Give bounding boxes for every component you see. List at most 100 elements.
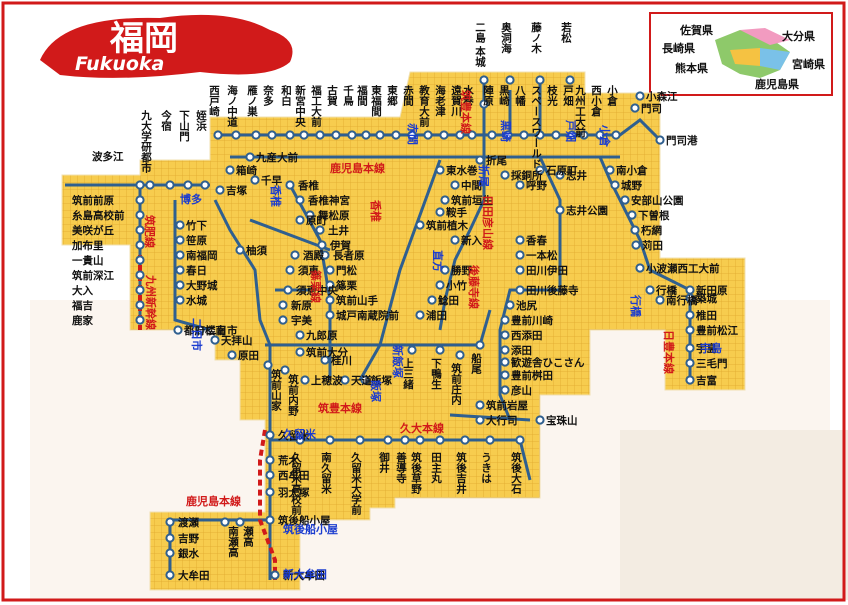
station-dots <box>135 75 695 580</box>
station-dot <box>515 235 525 245</box>
station-dot <box>331 130 341 140</box>
line-sasaguri: 篠栗線 <box>309 270 323 303</box>
station-dot <box>165 570 175 580</box>
station-label-so-3: 荒木 <box>277 454 299 467</box>
station-dot <box>500 330 510 340</box>
station-dot <box>535 75 545 85</box>
station-dot <box>567 130 577 140</box>
station-dot <box>175 295 185 305</box>
station-dot <box>555 205 565 215</box>
station-dot <box>655 135 665 145</box>
station-dot <box>685 358 695 368</box>
station-label-kd-1: 南久留米 <box>320 451 332 495</box>
station-label-top-21: 枝光 <box>546 84 558 107</box>
station-label-n-1: 城野 <box>621 179 642 192</box>
station-dot <box>347 130 357 140</box>
line-kokura: 小倉 <box>598 124 612 148</box>
station-label-so-7: 瀬高 <box>242 525 254 548</box>
station-dot <box>685 310 695 320</box>
station-dot <box>305 210 315 220</box>
station-dot <box>295 330 305 340</box>
station-label-n-10: 築城 <box>695 292 717 305</box>
station-label-top-13: 教育大前 <box>418 84 430 128</box>
line-yukuhashi: 行橋 <box>629 294 643 318</box>
station-dot <box>315 130 325 140</box>
station-label-top-0: 西戸崎 <box>208 85 220 117</box>
station-label-ct-0: 若松 <box>560 21 572 44</box>
station-label-kd-6: 田主丸 <box>430 452 442 484</box>
station-dot <box>515 435 525 445</box>
station-dot <box>227 350 237 360</box>
station-dot <box>135 300 145 310</box>
station-dot <box>265 515 275 525</box>
station-label-n-8: 南行橋 <box>666 294 698 307</box>
line-gotoji: 後藤寺線 <box>467 265 481 309</box>
station-dot <box>505 75 515 85</box>
station-dot <box>135 240 145 250</box>
station-dot <box>340 375 350 385</box>
station-label-n-5: 苅田 <box>642 239 663 252</box>
station-dot <box>423 130 433 140</box>
line-iizuka: 飯塚 <box>369 379 383 402</box>
pref-kagoshima: 鹿児島県 <box>755 77 799 91</box>
station-label-kd-0: 久留米高校前 <box>290 451 302 516</box>
station-label-c-0: 九産大前 <box>255 151 298 164</box>
station-dot <box>295 347 305 357</box>
station-label-k-0: 香椎 <box>297 179 319 192</box>
station-label-top-11: 東郷 <box>386 84 398 107</box>
station-dot <box>479 99 489 109</box>
station-label-c-7: 笹原 <box>185 234 207 247</box>
station-label-top-3: 奈多 <box>262 84 274 107</box>
station-dot <box>285 130 295 140</box>
station-label-n-4: 朽網 <box>641 224 662 237</box>
station-label-so-11: 銀水 <box>178 547 199 560</box>
station-dot <box>285 265 295 275</box>
station-label-g-0: 下鴨生 <box>430 358 442 390</box>
station-label-h-6: 一本松 <box>526 249 558 262</box>
station-label-top-5: 新宮中央 <box>294 84 306 128</box>
station-dot <box>505 300 515 310</box>
station-label-n-3: 下曽根 <box>638 209 670 222</box>
station-dot <box>175 265 185 275</box>
station-dot <box>565 75 575 85</box>
station-label-w-5: 筑前前原 <box>71 194 114 207</box>
line-chikuho: 筑豊本線 <box>459 90 473 134</box>
station-label-cm-6: 小竹 <box>445 279 467 292</box>
station-dot <box>165 548 175 558</box>
station-dot <box>165 517 175 527</box>
station-dot <box>515 250 525 260</box>
station-label-cm-1: 筑前垣生 <box>450 194 493 207</box>
station-dot <box>620 195 630 205</box>
station-label-top-15: 遠賀川 <box>450 84 462 117</box>
station-label-c-14: 原田 <box>238 350 259 362</box>
station-label-k-2: 舞松原 <box>317 209 350 222</box>
station-dot <box>213 130 223 140</box>
station-label-kd-9: 筑後大石 <box>510 451 522 495</box>
station-label-g-2: 上三緒 <box>402 357 414 390</box>
pref-miyazaki: 宮崎県 <box>792 57 825 71</box>
line-akama: 赤間 <box>406 123 420 145</box>
station-dot <box>500 385 510 395</box>
station-dot <box>295 195 305 205</box>
station-dot <box>595 130 605 140</box>
line-chikuhi: 筑肥線 <box>143 215 157 248</box>
station-dot <box>407 130 417 140</box>
station-dot <box>487 130 497 140</box>
station-label-h-18: 宝珠山 <box>546 414 578 427</box>
line-kagoshima-1: 鹿児島本線 <box>330 161 385 175</box>
station-dot <box>135 195 145 205</box>
station-dot <box>515 180 525 190</box>
station-dot <box>250 175 260 185</box>
station-label-so-12: 大牟田 <box>178 569 210 582</box>
station-label-n-9: 新田原 <box>696 284 728 297</box>
station-dot <box>325 310 335 320</box>
station-label-s-7: 上穂波 <box>311 374 343 387</box>
station-label-h-17: 大行司 <box>486 414 518 427</box>
station-label-kd-3: 御井 <box>378 451 390 474</box>
station-dot <box>265 455 275 465</box>
station-label-g-3: 筑前庄内 <box>450 362 462 406</box>
station-dot <box>285 180 295 190</box>
station-label-n-2: 安部山公園 <box>631 194 684 207</box>
station-dot <box>135 225 145 235</box>
